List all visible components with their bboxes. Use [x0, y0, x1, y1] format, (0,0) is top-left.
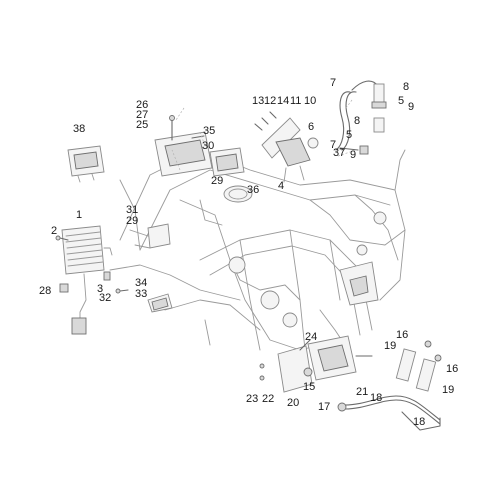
callout-34: 34: [135, 277, 148, 289]
callout-27: 27: [136, 109, 149, 121]
callout-7a: 7: [330, 77, 337, 89]
part-5-9-plug-cable: [335, 80, 387, 155]
callout-29a: 29: [126, 215, 139, 227]
part-25-30-box: [154, 115, 213, 177]
callout-6: 6: [308, 121, 315, 133]
callout-11: 11: [290, 95, 302, 107]
callout-28: 28: [39, 285, 52, 297]
callout-33: 33: [135, 288, 148, 300]
part-16-19-sensors: [395, 340, 442, 392]
callout-8b: 8: [354, 115, 361, 127]
part-36-ring: [223, 185, 253, 203]
callout-9a: 9: [408, 101, 415, 113]
callout-9b: 9: [350, 149, 357, 161]
callout-19b: 19: [442, 384, 455, 396]
callout-36: 36: [247, 184, 260, 196]
frame-chassis: [109, 149, 406, 351]
part-31-29-bracket: [129, 223, 171, 249]
callout-5b: 5: [346, 129, 353, 141]
callout-12: 12: [264, 95, 277, 107]
callout-3: 3: [97, 283, 104, 295]
callout-17: 17: [318, 401, 331, 413]
callout-22: 22: [262, 393, 275, 405]
leader-lines: [171, 99, 357, 171]
part-10-14-coil: [254, 111, 319, 183]
callout-29b: 29: [211, 175, 224, 187]
callout-13: 13: [252, 95, 265, 107]
callout-26: 26: [136, 99, 149, 111]
callout-24: 24: [305, 331, 318, 343]
callout-16a: 16: [396, 329, 409, 341]
callout-38: 38: [73, 123, 86, 135]
callout-18b: 18: [413, 416, 426, 428]
callout-1: 1: [76, 209, 83, 221]
callout-35: 35: [203, 125, 216, 137]
callout-18a: 18: [370, 392, 383, 404]
part-1-regulator: [61, 225, 113, 335]
callout-5a: 5: [398, 95, 405, 107]
callout-30: 30: [202, 140, 215, 152]
part-29-box: [209, 147, 245, 177]
callout-7b: 7: [330, 139, 337, 151]
callout-31: 31: [126, 204, 139, 216]
callout-32: 32: [99, 292, 112, 304]
callout-14: 14: [277, 95, 290, 107]
part-38-module: [67, 145, 105, 183]
callout-15: 15: [303, 381, 316, 393]
callout-20: 20: [287, 397, 300, 409]
callout-4: 4: [278, 180, 285, 192]
callout-25: 25: [136, 119, 149, 131]
part-33-34-connector: [147, 293, 173, 313]
part-15-24-bracket: [259, 335, 373, 393]
callout-19a: 19: [384, 340, 397, 352]
callout-2: 2: [51, 225, 58, 237]
callout-21: 21: [356, 386, 369, 398]
fasteners: [55, 235, 129, 294]
callout-37: 37: [333, 147, 346, 159]
part-17-18-hose: [337, 395, 441, 431]
callout-16b: 16: [446, 363, 459, 375]
callout-23: 23: [246, 393, 259, 405]
callout-8a: 8: [403, 81, 410, 93]
callout-10: 10: [304, 95, 317, 107]
